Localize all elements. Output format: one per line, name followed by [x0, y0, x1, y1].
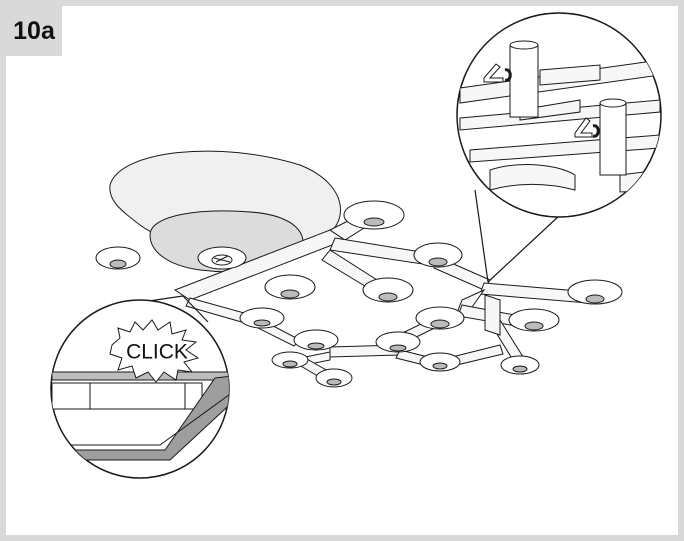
magnifier-leader-right	[474, 189, 561, 283]
light-head	[508, 308, 560, 332]
step-number-badge: 10a	[6, 6, 62, 56]
light-head	[343, 200, 405, 230]
light-heads	[95, 200, 623, 388]
connector-post-icon	[599, 102, 627, 176]
light-head	[293, 329, 339, 351]
hex-wrench-icon	[574, 117, 593, 138]
click-sound-label: CLICK	[126, 341, 188, 364]
light-head	[95, 246, 141, 270]
hex-wrench-icon	[483, 63, 504, 83]
connector-post-icon	[509, 44, 539, 118]
rotate-arrow-icon	[592, 124, 600, 138]
detail-callout-left: CLICK	[50, 299, 230, 479]
light-head	[567, 279, 623, 305]
light-head	[315, 368, 353, 388]
light-head	[239, 307, 285, 329]
rotate-arrow-icon	[504, 68, 512, 82]
light-head	[419, 352, 461, 372]
light-head	[413, 242, 463, 268]
light-head	[264, 274, 316, 300]
light-head	[375, 331, 421, 353]
light-head	[197, 246, 247, 270]
light-head	[415, 306, 465, 330]
light-head	[271, 351, 309, 369]
light-head	[500, 355, 540, 375]
light-head	[362, 277, 414, 303]
click-burst-icon	[109, 319, 200, 383]
detail-callout-right	[456, 12, 662, 218]
step-number: 10a	[13, 16, 55, 45]
